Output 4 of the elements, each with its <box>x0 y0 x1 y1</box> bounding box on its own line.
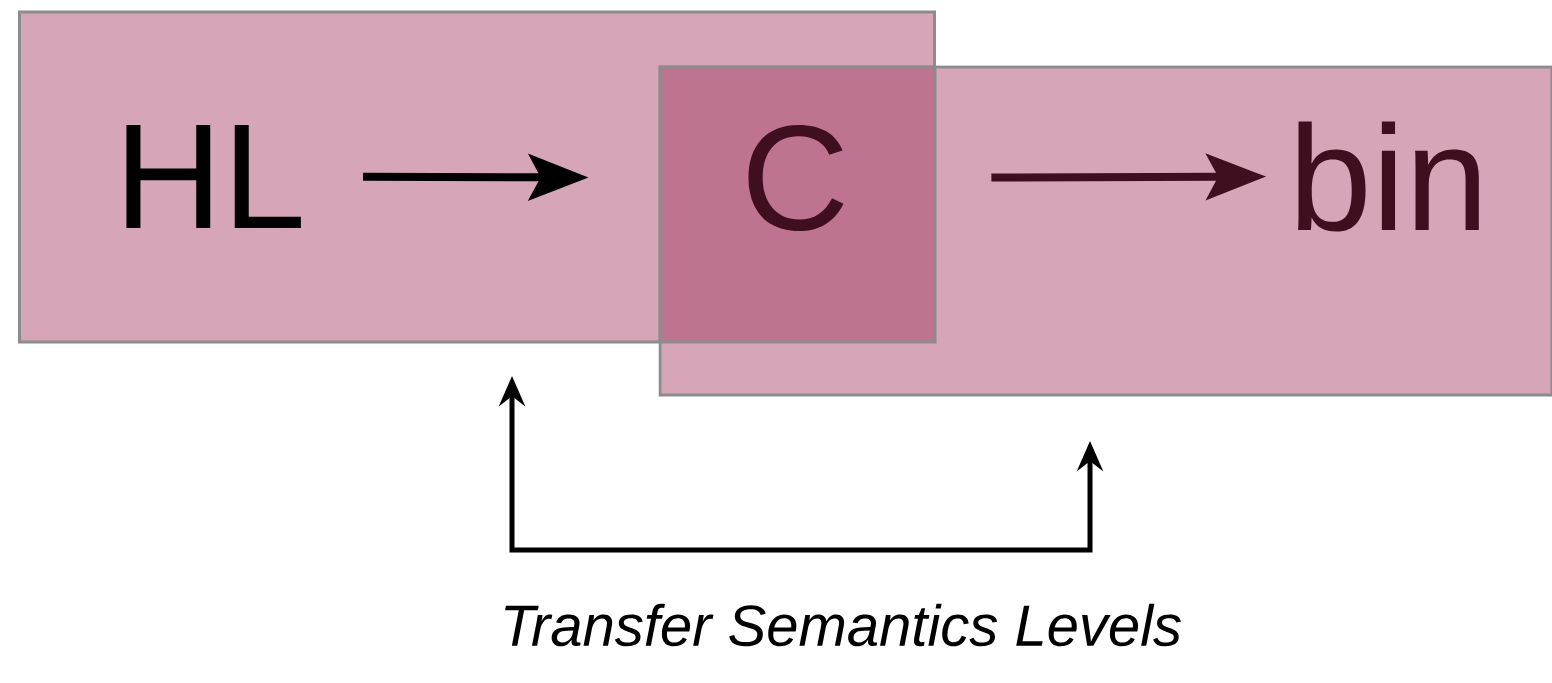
edge-label: Transfer Semantics Levels <box>505 603 1181 647</box>
node-text: C <box>748 124 844 232</box>
node-text: HL <box>126 124 301 229</box>
node-text: bin <box>1298 121 1479 232</box>
